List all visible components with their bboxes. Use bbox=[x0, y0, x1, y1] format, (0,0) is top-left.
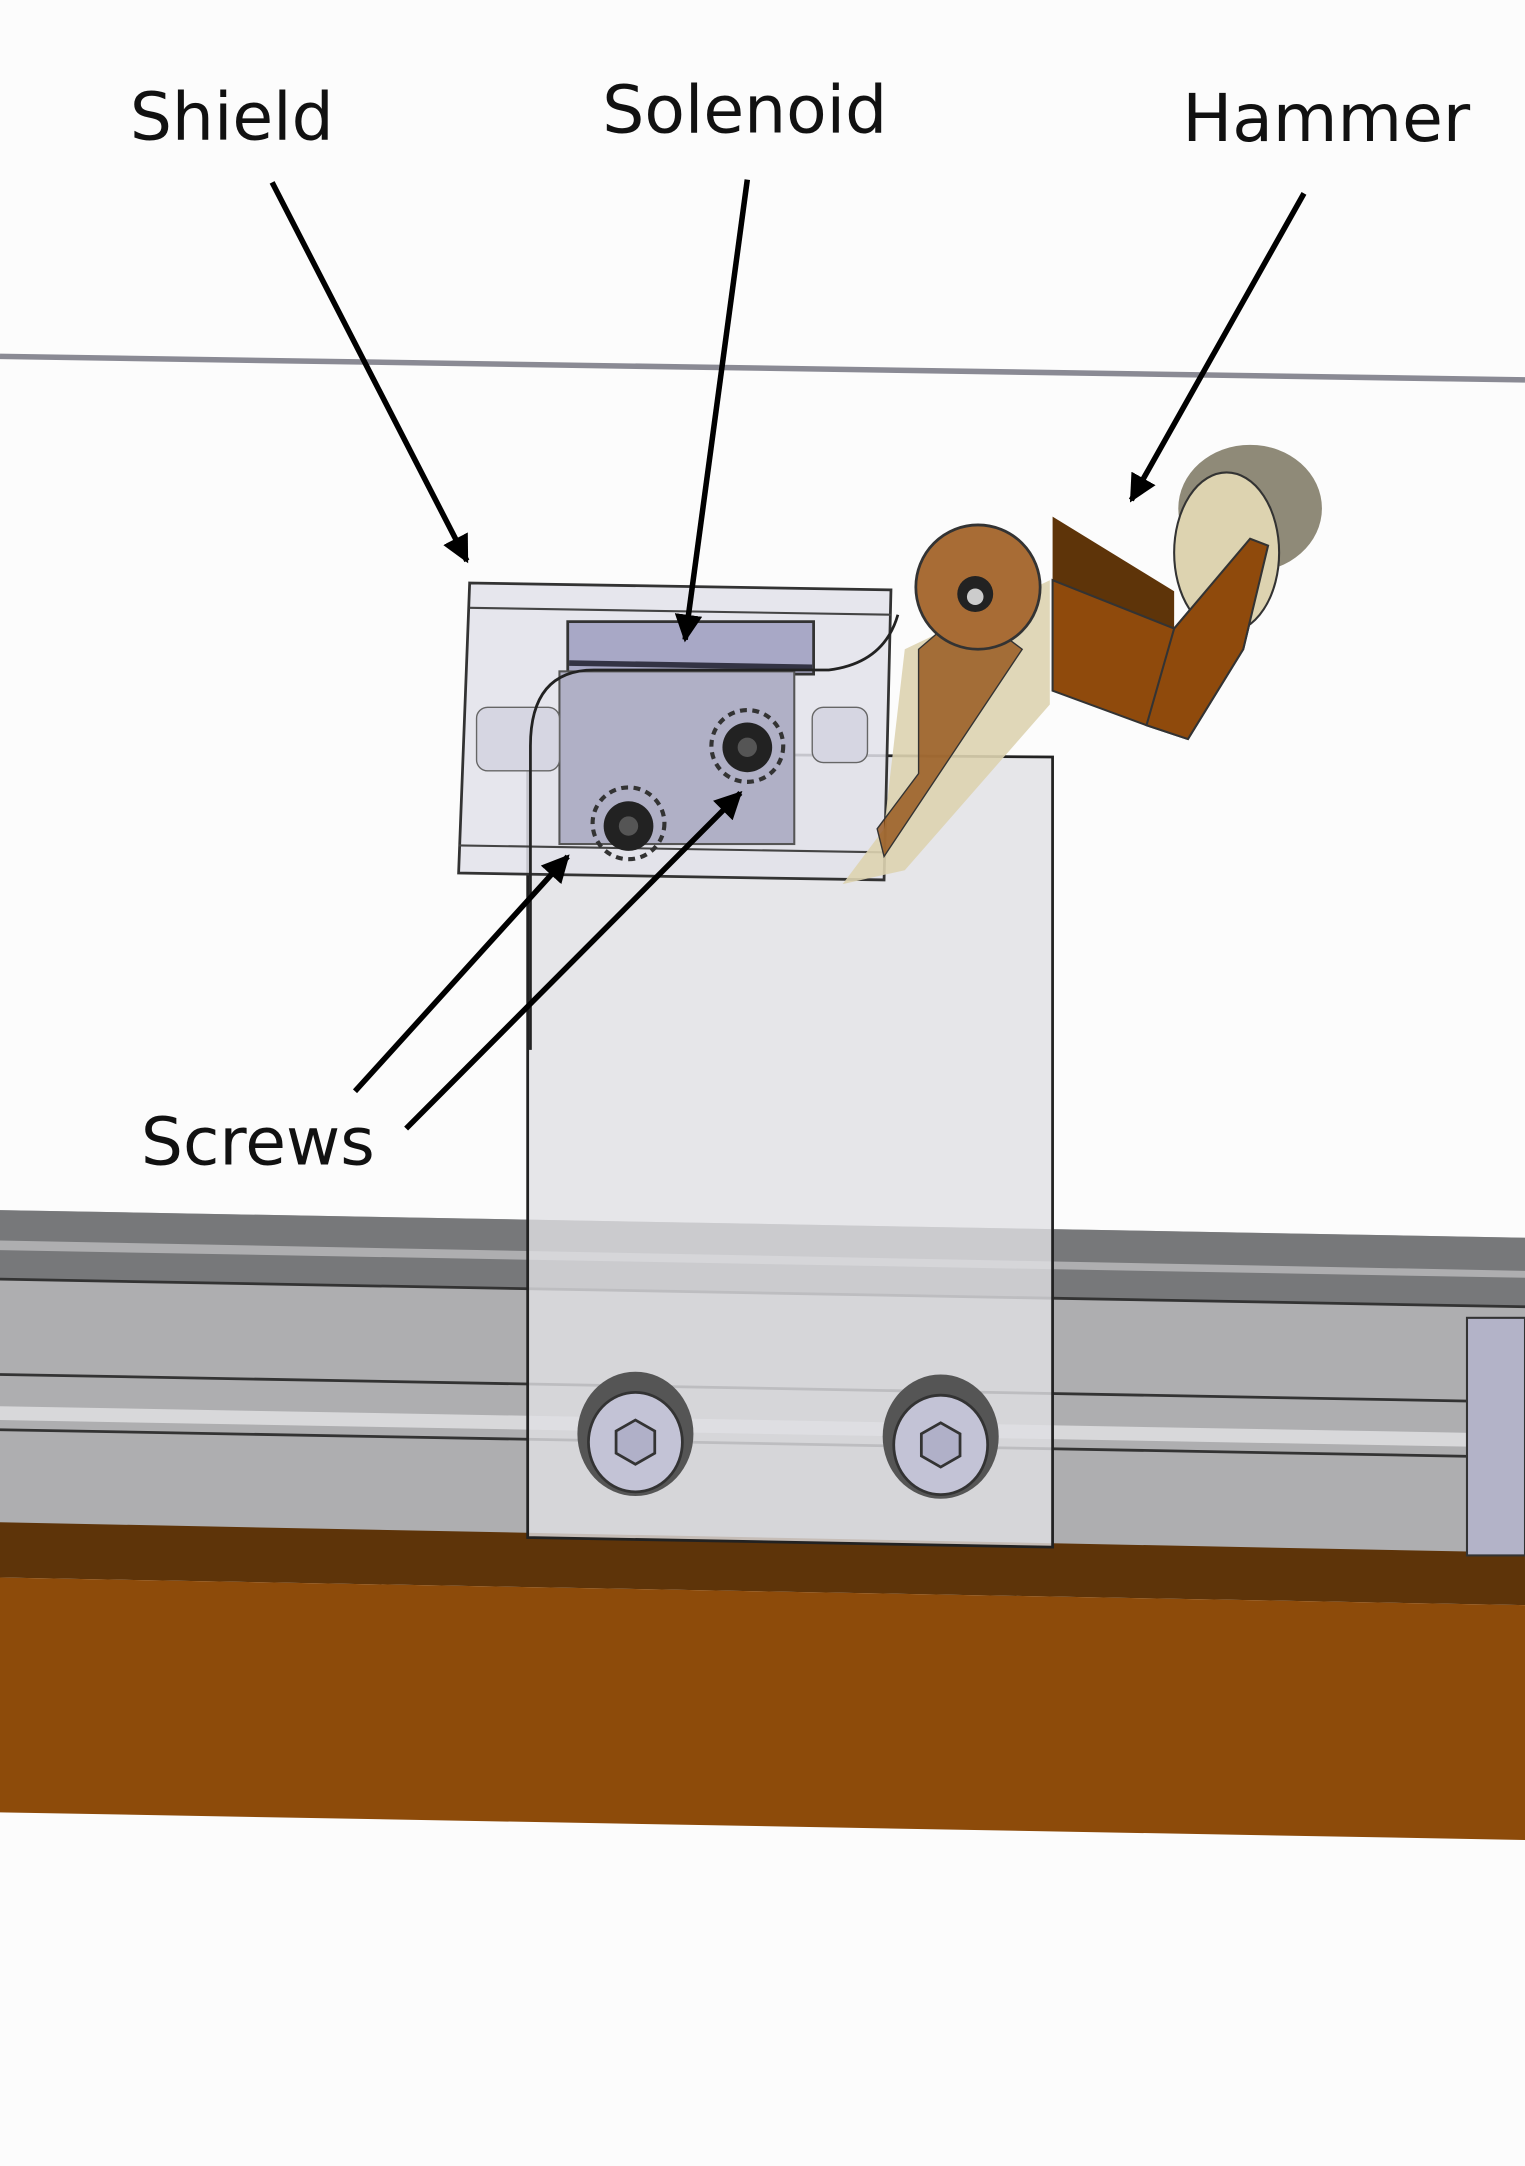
label-hammer: Hammer bbox=[1182, 79, 1470, 157]
string-line bbox=[0, 353, 1525, 383]
solenoid-arrow bbox=[674, 179, 751, 643]
wood-base-top bbox=[0, 1519, 1525, 1606]
shield-arrow bbox=[269, 181, 470, 564]
label-solenoid: Solenoid bbox=[602, 71, 887, 149]
wood-base bbox=[0, 1577, 1525, 1840]
solenoid-plunger bbox=[475, 706, 561, 772]
screws-arrow-1 bbox=[352, 854, 570, 1094]
solenoid-screw bbox=[590, 785, 667, 862]
label-screws: Screws bbox=[141, 1102, 375, 1180]
rail-screw bbox=[882, 1374, 999, 1499]
screws-arrow-2 bbox=[404, 790, 743, 1131]
rail-screw bbox=[577, 1371, 694, 1497]
solenoid-plunger-right bbox=[811, 706, 869, 764]
label-shield: Shield bbox=[130, 78, 334, 156]
solenoid-screw bbox=[709, 707, 786, 784]
hammer-assembly bbox=[842, 444, 1322, 885]
hammer-arrow bbox=[1128, 192, 1307, 503]
